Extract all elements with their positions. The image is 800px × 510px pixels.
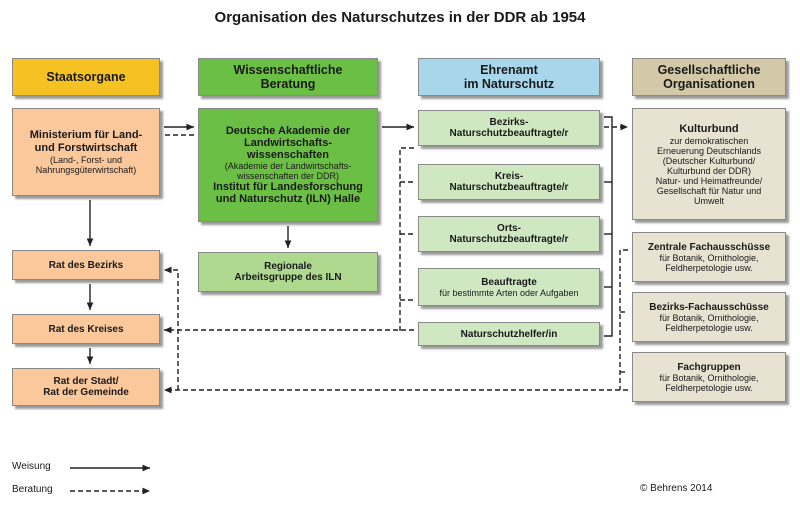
header-wissenschaft: Wissenschaftliche Beratung (198, 58, 378, 96)
box-naturschutzhelfer: Naturschutzhelfer/in (418, 322, 600, 346)
iln-title: und Naturschutz (ILN) Halle (215, 193, 361, 205)
copyright-text: © Behrens 2014 (640, 483, 713, 494)
header-line: Wissenschaftliche (233, 63, 343, 77)
box-bezirks-fachausschuesse: Bezirks-Fachausschüsse für Botanik, Orni… (632, 292, 786, 342)
ministerium-title: und Forstwirtschaft (34, 142, 138, 154)
zentrale-sub: Feldherpetologie usw. (665, 262, 753, 273)
naturschutzhelfer-label: Naturschutzhelfer/in (460, 328, 558, 340)
header-gesellschaft: Gesellschaftliche Organisationen (632, 58, 786, 96)
akademie-sub: (Akademie der Landwirtschafts- (224, 161, 352, 171)
box-regionale-ag: Regionale Arbeitsgruppe des ILN (198, 252, 378, 292)
header-ehrenamt: Ehrenamt im Naturschutz (418, 58, 600, 96)
akademie-title: wissenschaften (247, 149, 329, 161)
box-akademie: Deutsche Akademie der Landwirtschafts- w… (198, 108, 378, 222)
fachgruppen-title: Fachgruppen (677, 361, 741, 373)
akademie-title: Landwirtschafts- (243, 137, 332, 149)
kulturbund-sub: Erneuerung Deutschlands (656, 145, 762, 156)
box-bezirks-nsb: Bezirks- Naturschutzbeauftragte/r (418, 110, 600, 146)
box-kreis-nsb: Kreis- Naturschutzbeauftragte/r (418, 164, 600, 200)
ministerium-title: Ministerium für Land- (29, 129, 143, 141)
akademie-sub: wissenschaften der DDR) (236, 171, 340, 181)
header-line: Organisationen (663, 77, 755, 91)
box-kulturbund: Kulturbund zur demokratischen Erneuerung… (632, 108, 786, 220)
ministerium-sub: (Land-, Forst- und (49, 155, 123, 165)
kulturbund-sub: zur demokratischen (669, 135, 749, 146)
regionale-label: Regionale (264, 261, 312, 272)
box-rat-gemeinde: Rat der Stadt/ Rat der Gemeinde (12, 368, 160, 406)
header-line: Gesellschaftliche (657, 63, 761, 77)
box-ministerium: Ministerium für Land- und Forstwirtschaf… (12, 108, 160, 196)
zentrale-sub: für Botanik, Ornithologie, (659, 252, 759, 263)
kulturbund-sub: Natur- und Heimatfreunde/ (655, 175, 763, 186)
box-orts-nsb: Orts- Naturschutzbeauftragte/r (418, 216, 600, 252)
orts-nsb-label: Orts- (497, 223, 521, 234)
header-line: Ehrenamt (480, 63, 538, 77)
kulturbund-sub: Kulturbund der DDR) (666, 165, 752, 176)
rat-gemeinde-label: Rat der Stadt/ (53, 376, 119, 387)
rat-gemeinde-label: Rat der Gemeinde (43, 387, 129, 398)
bracket-ehrenamt-solid (604, 116, 613, 337)
kulturbund-sub: Gesellschaft für Natur und (656, 185, 762, 196)
header-staatsorgane: Staatsorgane (12, 58, 160, 96)
bezirks-nsb-label: Bezirks- (489, 117, 529, 128)
box-rat-kreis: Rat des Kreises (12, 314, 160, 344)
kulturbund-sub: (Deutscher Kulturbund/ (662, 155, 756, 166)
akademie-title: Deutsche Akademie der (225, 125, 351, 137)
legend-weisung-label: Weisung (12, 461, 51, 472)
header-line: Beratung (260, 77, 316, 91)
rat-kreis-label: Rat des Kreises (48, 323, 124, 335)
bezirks-fa-sub: für Botanik, Ornithologie, (659, 312, 759, 323)
zentrale-title: Zentrale Fachausschüsse (647, 241, 771, 253)
bezirks-nsb-label: Naturschutzbeauftragte/r (449, 128, 569, 139)
iln-title: Institut für Landesforschung (213, 181, 363, 193)
beauftragte-sub: für bestimmte Arten oder Aufgaben (439, 287, 579, 298)
ministerium-sub: Nahrungsgüterwirtschaft) (35, 165, 137, 175)
header-line: im Naturschutz (463, 77, 555, 91)
kulturbund-title: Kulturbund (679, 122, 739, 135)
rat-bezirk-label: Rat des Bezirks (48, 259, 124, 271)
header-staatsorgane-label: Staatsorgane (46, 70, 126, 84)
kreis-nsb-label: Kreis- (494, 171, 524, 182)
bracket-gesellschaft-dashed (619, 249, 628, 390)
bracket-ehrenamt-dashed (399, 147, 414, 334)
box-fachgruppen: Fachgruppen für Botanik, Ornithologie, F… (632, 352, 786, 402)
orts-nsb-label: Naturschutzbeauftragte/r (449, 234, 569, 245)
page-title: Organisation des Naturschutzes in der DD… (214, 9, 586, 26)
regionale-label: Arbeitsgruppe des ILN (234, 272, 342, 283)
fachgruppen-sub: für Botanik, Ornithologie, (659, 372, 759, 383)
bezirks-fa-sub: Feldherpetologie usw. (665, 322, 753, 333)
box-rat-bezirk: Rat des Bezirks (12, 250, 160, 280)
box-beauftragte: Beauftragte für bestimmte Arten oder Auf… (418, 268, 600, 306)
kulturbund-sub: Umwelt (693, 195, 724, 206)
box-zentrale-fachausschuesse: Zentrale Fachausschüsse für Botanik, Orn… (632, 232, 786, 282)
kreis-nsb-label: Naturschutzbeauftragte/r (449, 182, 569, 193)
legend-beratung-label: Beratung (12, 484, 53, 495)
dashed-to-rat-bezirk (164, 266, 179, 390)
beauftragte-title: Beauftragte (481, 276, 537, 288)
fachgruppen-sub: Feldherpetologie usw. (665, 382, 753, 393)
bezirks-fa-title: Bezirks-Fachausschüsse (649, 301, 769, 313)
